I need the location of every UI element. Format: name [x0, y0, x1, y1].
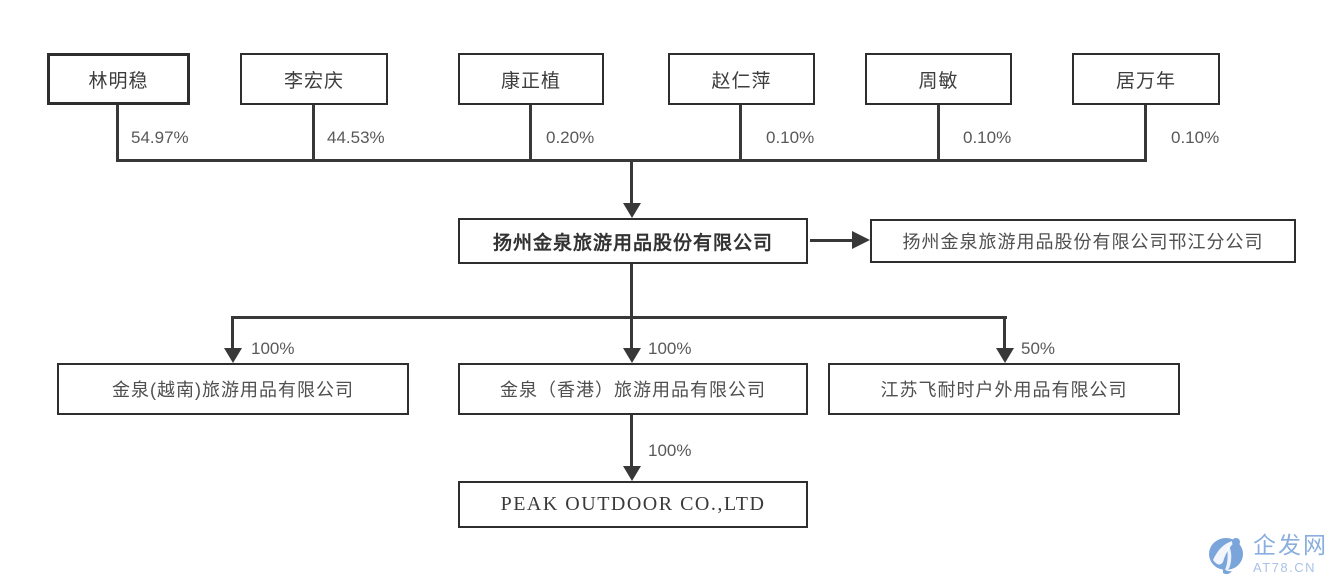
peak-outdoor-box: PEAK OUTDOOR CO.,LTD [458, 481, 808, 528]
shareholder-box-6: 居万年 [1072, 53, 1220, 105]
subsidiary-box-2: 金泉（香港）旅游用品有限公司 [458, 363, 808, 415]
pct-label-peak: 100% [648, 441, 692, 460]
arrowhead-to-peak [623, 466, 641, 481]
arrowhead-subsidiary-2 [623, 348, 641, 363]
drop-from-parent [630, 264, 633, 318]
pct-label-shareholder-3: 0.20% [546, 128, 595, 147]
shareholder-box-4: 赵仁萍 [668, 53, 815, 105]
arrowhead-subsidiary-3 [996, 348, 1014, 363]
watermark-site-name: 企发网 [1253, 532, 1328, 558]
drop-to-subsidiary-1 [231, 316, 234, 350]
arrowhead-subsidiary-1 [224, 348, 242, 363]
drop-to-peak [630, 415, 633, 468]
pct-label-subsidiary-2: 100% [648, 339, 692, 358]
shareholder-box-1: 林明稳 [47, 53, 190, 105]
subsidiary-bus-line [231, 316, 1007, 319]
branch-company-box: 扬州金泉旅游用品股份有限公司邗江分公司 [870, 219, 1296, 263]
shareholder-box-3: 康正植 [458, 53, 604, 105]
subsidiary-box-1: 金泉(越南)旅游用品有限公司 [57, 363, 409, 415]
connector-stub-4 [739, 105, 742, 161]
drop-to-subsidiary-3 [1003, 316, 1006, 350]
arrowhead-to-branch [852, 231, 870, 249]
shareholder-box-5: 周敏 [865, 53, 1012, 105]
connector-stub-2 [312, 105, 315, 161]
site-logo-icon [1209, 538, 1243, 575]
shareholder-box-2: 李宏庆 [240, 53, 388, 105]
watermark-text: 企发网 AT78.CN [1253, 532, 1328, 575]
connector-stub-1 [116, 105, 119, 161]
watermark-site-url: AT78.CN [1253, 560, 1316, 575]
pct-label-shareholder-2: 44.53% [327, 128, 385, 147]
watermark: 企发网 AT78.CN [1203, 532, 1328, 576]
drop-to-parent [630, 159, 633, 204]
pct-label-shareholder-1: 54.97% [131, 128, 189, 147]
pct-label-subsidiary-3: 50% [1021, 339, 1056, 358]
connector-stub-6 [1144, 105, 1147, 161]
pct-label-shareholder-4: 0.10% [766, 128, 815, 147]
connector-stub-5 [937, 105, 940, 161]
parent-company-box: 扬州金泉旅游用品股份有限公司 [458, 218, 808, 264]
arrowhead-to-parent [623, 203, 641, 218]
pct-label-subsidiary-1: 100% [251, 339, 295, 358]
pct-label-shareholder-6: 0.10% [1171, 128, 1220, 147]
subsidiary-box-3: 江苏飞耐时户外用品有限公司 [828, 363, 1180, 415]
line-to-branch [810, 239, 854, 242]
connector-stub-3 [529, 105, 532, 161]
pct-label-shareholder-5: 0.10% [963, 128, 1012, 147]
drop-to-subsidiary-2 [630, 316, 633, 350]
